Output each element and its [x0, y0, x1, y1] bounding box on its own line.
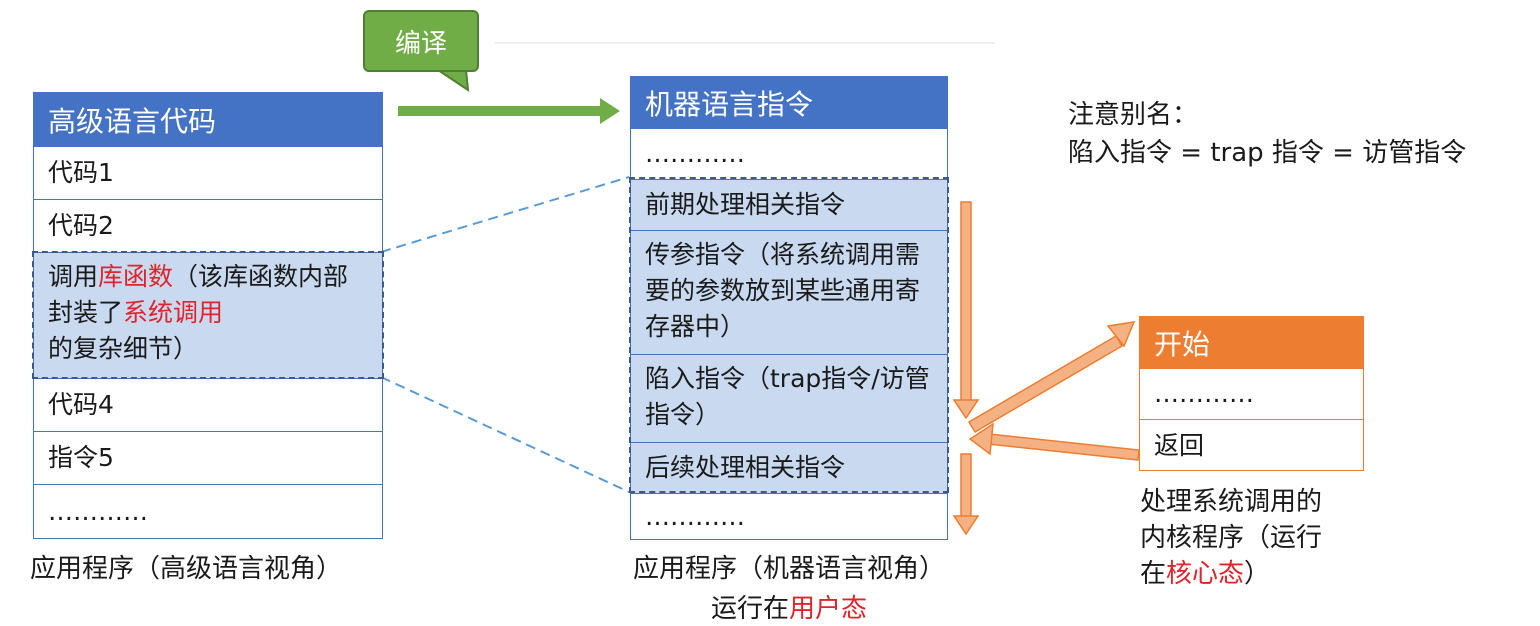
table-row: 代码1 — [34, 146, 382, 199]
trap-instruction: 陷入指令（trap指令/访管指令） — [645, 364, 930, 429]
table-row: 传参指令（将系统调用需要的参数放到某些通用寄存器中） — [631, 230, 947, 354]
right-caption-line3: 在核心态） — [1140, 556, 1322, 592]
table-row: 返回 — [1140, 419, 1363, 471]
table-row: ………… — [631, 128, 947, 179]
kernel-program-table: 开始 ………… 返回 — [1139, 316, 1364, 471]
machine-instruction-header: 机器语言指令 — [631, 77, 947, 128]
user-mode-term: 用户态 — [789, 594, 868, 624]
library-call-text: 调用库函数（该库函数内部封装了系统调用的复杂细节） — [48, 259, 372, 367]
table-row: 陷入指令（trap指令/访管指令） — [631, 354, 947, 442]
library-call-highlight — [32, 251, 384, 379]
machine-instruction-title: 机器语言指令 — [645, 87, 814, 121]
table-row: ………… — [631, 493, 947, 540]
return-label: 返回 — [1154, 430, 1205, 460]
compile-label: 编译 — [394, 28, 447, 59]
parameter-passing-instructions: 传参指令（将系统调用需要的参数放到某些通用寄存器中） — [645, 240, 921, 341]
kernel-program-header: 开始 — [1140, 317, 1363, 368]
right-caption-line2: 内核程序（运行 — [1140, 523, 1323, 553]
start-label: 开始 — [1154, 327, 1211, 361]
ellipsis-row: ………… — [48, 497, 148, 526]
call-word: 调用 — [48, 262, 99, 291]
alias-note-body: 陷入指令 = trap 指令 = 访管指令 — [1068, 138, 1467, 168]
library-function-term: 库函数 — [98, 262, 174, 291]
code-line-2: 代码2 — [48, 211, 114, 240]
table-row: 前期处理相关指令 — [631, 179, 947, 230]
close-paren: ） — [1244, 559, 1271, 589]
table-row: 指令5 — [34, 431, 382, 484]
kernel-mode-term: 核心态 — [1166, 559, 1245, 589]
system-call-term: 系统调用 — [123, 298, 224, 327]
right-caption: 处理系统调用的 内核程序（运行 在核心态） — [1140, 484, 1322, 592]
return-arrow — [968, 422, 1140, 461]
library-call-row: 调用库函数（该库函数内部封装了系统调用的复杂细节） — [34, 252, 382, 378]
code-line-1: 代码1 — [48, 158, 114, 187]
table-row: 代码2 — [34, 199, 382, 252]
pre-processing-instructions: 前期处理相关指令 — [645, 190, 846, 219]
machine-instruction-table: 机器语言指令 ………… 前期处理相关指令 传参指令（将系统调用需要的参数放到某些… — [630, 76, 948, 540]
call-end: 的复杂细节） — [48, 334, 199, 363]
in-label: 在 — [1140, 559, 1167, 589]
bubble-tail — [434, 69, 470, 93]
ellipsis-row-bottom: ………… — [645, 502, 745, 531]
code-line-4: 代码4 — [48, 390, 114, 419]
flow-arrow-down-2 — [952, 453, 980, 536]
ellipsis-row-top: ………… — [645, 139, 745, 168]
high-level-code-title: 高级语言代码 — [48, 104, 217, 138]
compile-bubble: 编译 — [363, 10, 479, 72]
table-row: 后续处理相关指令 — [631, 442, 947, 493]
compile-arrow — [398, 98, 620, 124]
runs-in-label: 运行在 — [710, 594, 789, 624]
table-row: 代码4 — [34, 378, 382, 431]
high-level-code-table: 高级语言代码 代码1 代码2 调用库函数（该库函数内部封装了系统调用的复杂细节）… — [33, 92, 383, 539]
post-processing-instructions: 后续处理相关指令 — [645, 453, 846, 482]
trap-arrow-to-kernel — [967, 321, 1136, 434]
alias-note-title: 注意别名： — [1068, 100, 1199, 130]
mapping-line-top — [380, 176, 630, 253]
kernel-ellipsis-row: ………… — [1154, 379, 1254, 408]
high-level-code-header: 高级语言代码 — [34, 93, 382, 146]
table-row: ………… — [34, 484, 382, 539]
left-caption: 应用程序（高级语言视角） — [30, 554, 343, 584]
call-middle: （该库函数内部封装了 — [48, 262, 349, 327]
middle-caption-line1: 应用程序（机器语言视角） — [632, 554, 945, 584]
middle-caption-line2: 运行在用户态 — [608, 588, 970, 625]
syscall-instructions-highlight — [629, 177, 949, 493]
table-row: ………… — [1140, 368, 1363, 419]
right-caption-line1: 处理系统调用的 — [1140, 487, 1323, 517]
alias-note: 注意别名： 陷入指令 = trap 指令 = 访管指令 — [1068, 96, 1466, 172]
instruction-line-5: 指令5 — [48, 443, 114, 472]
flow-arrow-down-1 — [952, 201, 980, 420]
mapping-line-bottom — [380, 376, 630, 493]
